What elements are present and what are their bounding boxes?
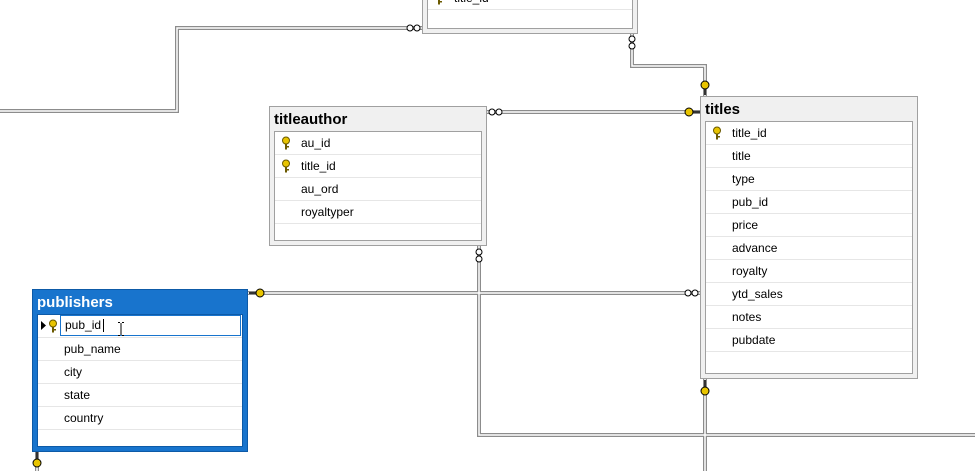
table-title[interactable]: publishers <box>37 294 113 311</box>
table-columns: au_id title_id au_ord royaltyper <box>274 131 482 241</box>
column-name: royaltyper <box>301 205 354 219</box>
column-name: advance <box>732 241 778 255</box>
primary-key-icon <box>282 136 290 150</box>
primary-key-icon <box>713 126 721 140</box>
column-row[interactable]: title_id <box>428 0 632 10</box>
column-name: pub_name <box>64 342 121 356</box>
table-top-partial[interactable]: title_id <box>422 0 638 34</box>
column-row-au-id[interactable]: au_id <box>275 132 481 155</box>
text-caret <box>103 319 104 332</box>
column-row-pub-name[interactable]: pub_name <box>38 338 242 361</box>
column-name: city <box>64 365 82 379</box>
column-name: type <box>732 172 755 186</box>
key-end-icon <box>700 380 710 396</box>
column-row-country[interactable]: country <box>38 407 242 430</box>
column-name: state <box>64 388 91 402</box>
key-end-icon <box>684 107 700 117</box>
column-name: title_id <box>454 0 489 10</box>
infinity-end-icon <box>488 108 503 116</box>
column-name: title <box>732 149 751 163</box>
key-end-icon <box>249 288 265 298</box>
column-row-pub-id[interactable]: pub_id <box>706 191 912 214</box>
table-columns: title_id <box>427 0 633 29</box>
relationship-top-left <box>0 26 422 113</box>
column-row-title-id[interactable]: title_id <box>275 155 481 178</box>
primary-key-icon <box>438 0 442 5</box>
column-row-city[interactable]: city <box>38 361 242 384</box>
column-name: country <box>64 411 104 425</box>
row-selector-icon <box>41 321 46 330</box>
infinity-end-icon <box>475 248 483 263</box>
column-row-title-id[interactable]: title_id <box>706 122 912 145</box>
infinity-end-icon <box>628 35 636 50</box>
table-title[interactable]: titleauthor <box>274 111 348 128</box>
infinity-end-icon <box>406 24 421 32</box>
edit-input-value: pub_id <box>65 318 102 332</box>
table-title[interactable]: titles <box>705 101 741 118</box>
column-row-price[interactable]: price <box>706 214 912 237</box>
column-name: royalty <box>732 264 768 278</box>
relationship-top-titles <box>630 33 707 96</box>
column-name: title_id <box>732 126 767 140</box>
column-row-state[interactable]: state <box>38 384 242 407</box>
column-name: pub_id <box>732 195 769 209</box>
column-name: pubdate <box>732 333 776 347</box>
column-name-edit-input[interactable]: pub_id <box>60 315 241 336</box>
column-row-notes[interactable]: notes <box>706 306 912 329</box>
infinity-end-icon <box>684 289 699 297</box>
primary-key-icon <box>49 319 57 333</box>
key-end-icon <box>32 452 42 468</box>
key-end-icon <box>700 80 710 95</box>
primary-key-icon <box>282 159 290 173</box>
column-row-advance[interactable]: advance <box>706 237 912 260</box>
column-name: ytd_sales <box>732 287 783 301</box>
column-row-pubdate[interactable]: pubdate <box>706 329 912 352</box>
column-row-royalty[interactable]: royalty <box>706 260 912 283</box>
column-name: price <box>732 218 759 232</box>
column-row-au-ord[interactable]: au_ord <box>275 178 481 201</box>
column-name: au_id <box>301 136 331 150</box>
column-name: notes <box>732 310 762 324</box>
column-name: au_ord <box>301 182 339 196</box>
column-row-royaltyper[interactable]: royaltyper <box>275 201 481 224</box>
column-row-ytd-sales[interactable]: ytd_sales <box>706 283 912 306</box>
text-cursor-icon <box>118 322 124 336</box>
column-name: title_id <box>301 159 336 173</box>
table-titleauthor[interactable]: titleauthor au_id title_id au_ord royaltype… <box>269 106 487 246</box>
column-row-title[interactable]: title <box>706 145 912 168</box>
column-row-type[interactable]: type <box>706 168 912 191</box>
